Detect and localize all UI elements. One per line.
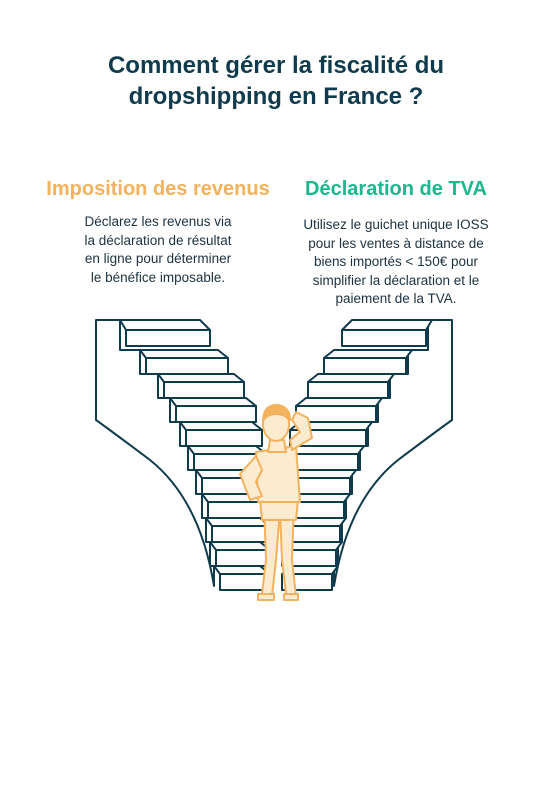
right-step-front	[341, 329, 427, 347]
left-step-front	[125, 329, 211, 347]
text-line: pour les ventes à distance de	[308, 235, 484, 251]
text-line: le bénéfice imposable.	[90, 269, 226, 285]
left-step	[157, 373, 245, 383]
text-imposition-revenus: Déclarez les revenus via la déclaration …	[40, 213, 276, 287]
text-declaration-tva: Utilisez le guichet unique IOSS pour les…	[282, 216, 510, 309]
text-line: paiement de la TVA.	[335, 291, 457, 306]
left-staircase-wall	[95, 319, 215, 587]
right-step	[307, 373, 395, 383]
heading-declaration-tva: Déclaration de TVA	[305, 178, 487, 200]
left-step	[119, 319, 211, 331]
right-step	[341, 319, 433, 331]
text-line: biens importés < 150€ pour	[314, 254, 478, 269]
right-step	[323, 349, 413, 359]
text-line: Déclarez les revenus via	[84, 214, 232, 229]
left-step	[205, 517, 271, 527]
left-step-front	[163, 381, 245, 399]
text-line: en ligne pour déterminer	[84, 251, 232, 266]
text-line: Utilisez le guichet unique IOSS	[303, 217, 489, 232]
left-step-front	[215, 549, 271, 567]
left-step-front	[211, 525, 271, 543]
left-step	[187, 445, 267, 455]
stairs-icon	[95, 319, 453, 591]
text-line: simplifier la déclaration et le	[312, 272, 480, 288]
right-step-front	[307, 381, 389, 399]
title-line-1: Comment gérer la fiscalité du	[107, 52, 445, 79]
right-step	[295, 397, 383, 407]
text-line: la déclaration de résultat	[84, 232, 232, 248]
left-step-front	[185, 429, 263, 447]
left-step	[169, 397, 257, 407]
left-step	[213, 565, 271, 575]
right-step-front	[323, 357, 407, 375]
person-icon	[239, 403, 313, 601]
heading-imposition-revenus: Imposition des revenus	[46, 178, 270, 200]
left-step	[209, 541, 271, 551]
left-step-front	[175, 405, 257, 423]
page-title: Comment gérer la fiscalité du dropshippi…	[0, 50, 552, 112]
title-line-2: dropshipping en France ?	[128, 83, 424, 110]
left-step-front	[145, 357, 229, 375]
left-step	[179, 421, 263, 431]
left-step	[139, 349, 229, 359]
